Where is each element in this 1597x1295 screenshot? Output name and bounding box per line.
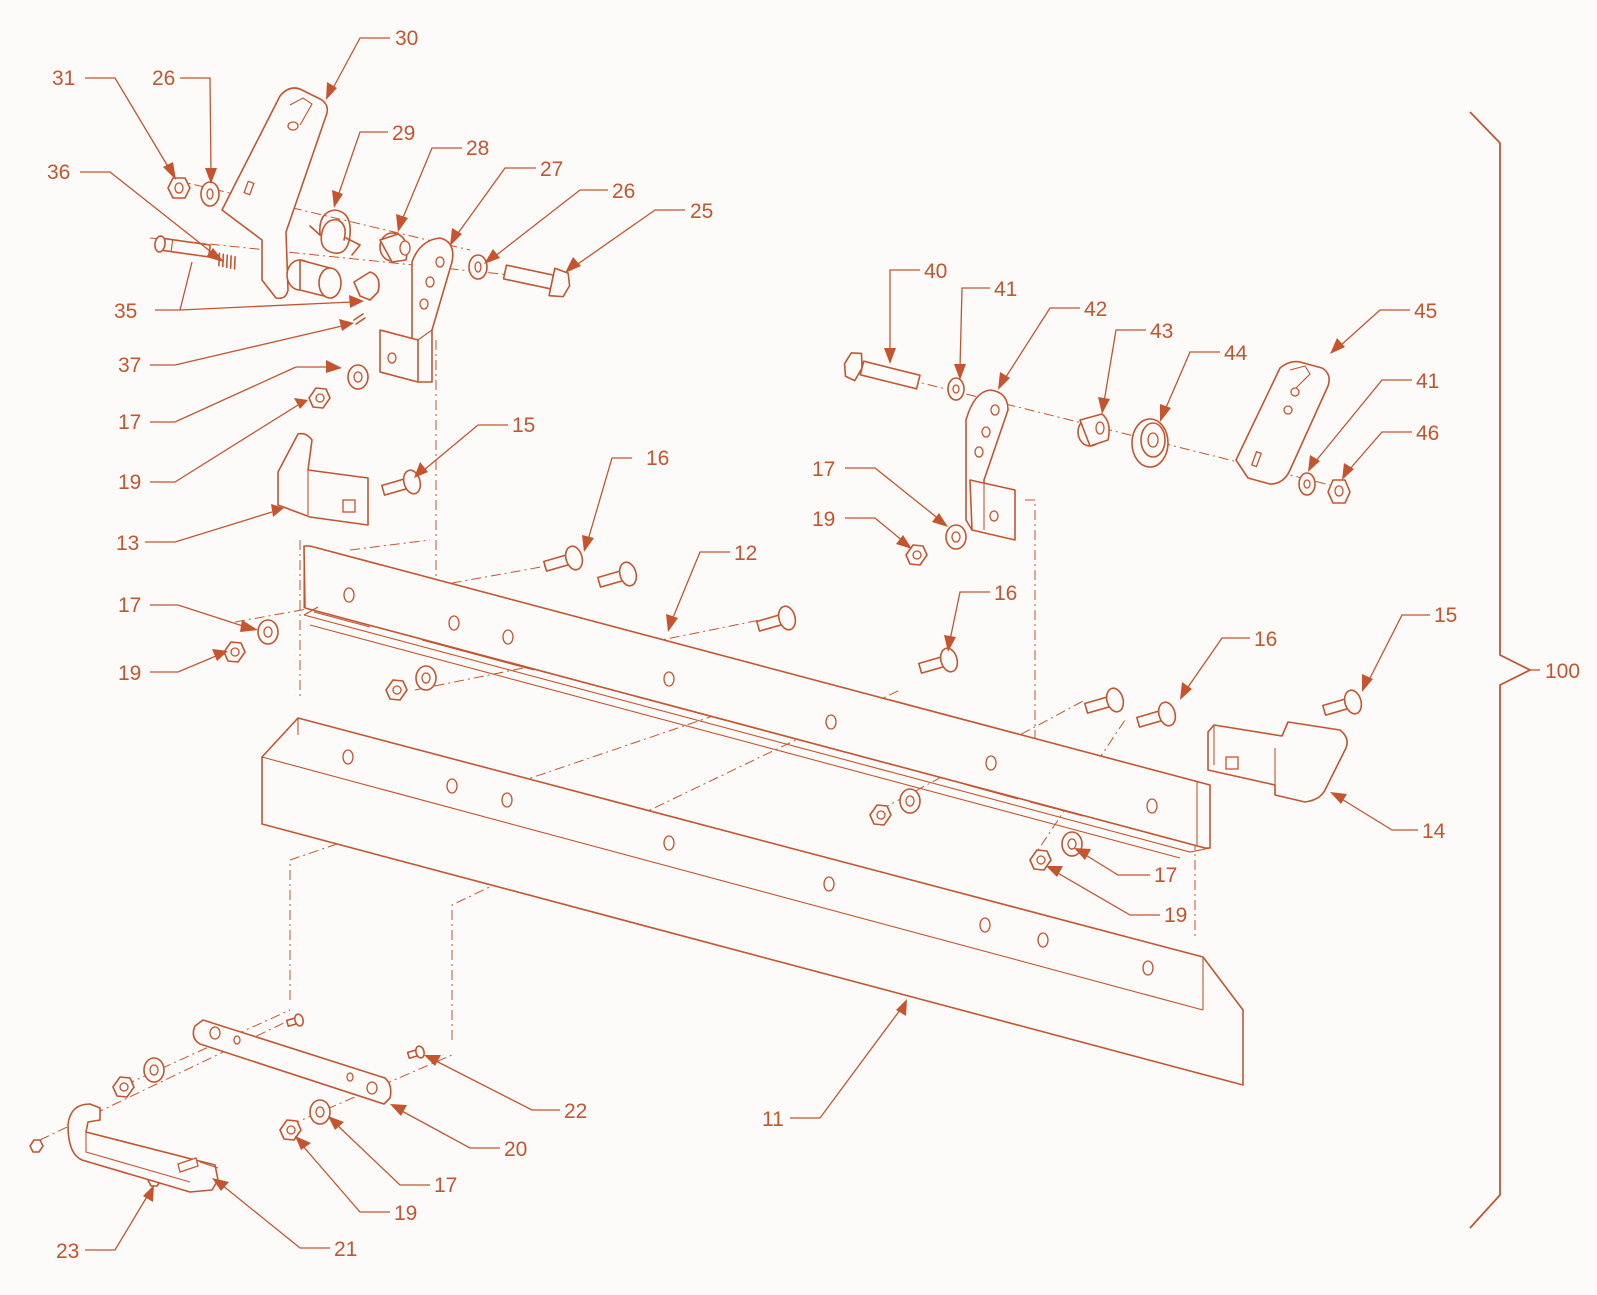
callout-19: 19 xyxy=(812,508,835,531)
callout-17: 17 xyxy=(118,594,141,617)
callout-15: 15 xyxy=(1434,604,1457,627)
callout-19: 19 xyxy=(394,1202,417,1225)
callout-44: 44 xyxy=(1224,342,1248,365)
callout-28: 28 xyxy=(466,137,489,160)
callout-17: 17 xyxy=(812,458,835,481)
callout-30: 30 xyxy=(395,27,418,50)
carriage-bolts xyxy=(285,469,1363,1059)
washers-and-nuts xyxy=(29,364,1083,1187)
callout-36: 36 xyxy=(47,161,70,184)
callout-17: 17 xyxy=(434,1174,457,1197)
callout-26: 26 xyxy=(612,180,635,203)
callout-29: 29 xyxy=(392,122,415,145)
callout-23: 23 xyxy=(56,1240,79,1263)
callout-15: 15 xyxy=(512,414,535,437)
callout-19: 19 xyxy=(1164,904,1187,927)
blade-11 xyxy=(261,717,1244,1086)
bottom-handle-assembly xyxy=(67,1019,392,1193)
callout-19: 19 xyxy=(118,471,141,494)
callout-45: 45 xyxy=(1414,300,1437,323)
callout-42: 42 xyxy=(1084,298,1107,321)
left-pivot-assembly xyxy=(154,87,571,383)
callout-35: 35 xyxy=(114,300,137,323)
callout-40: 40 xyxy=(924,260,947,283)
callout-37: 37 xyxy=(118,354,141,377)
callout-16: 16 xyxy=(646,447,669,470)
callout-20: 20 xyxy=(504,1138,527,1161)
leader-lines xyxy=(80,37,1540,1251)
callout-14: 14 xyxy=(1422,820,1446,843)
callout-13: 13 xyxy=(116,532,139,555)
callout-17: 17 xyxy=(118,411,141,434)
right-pivot-assembly xyxy=(843,352,1351,541)
callout-43: 43 xyxy=(1150,320,1173,343)
angle-bar-12 xyxy=(303,545,1211,859)
callout-16: 16 xyxy=(1254,628,1277,651)
callout-27: 27 xyxy=(540,158,563,181)
assembly-bracket-100 xyxy=(1469,111,1533,1229)
callout-22: 22 xyxy=(564,1100,587,1123)
callout-17: 17 xyxy=(1154,864,1177,887)
callout-31: 31 xyxy=(52,67,75,90)
end-plate-14 xyxy=(1207,721,1348,803)
callout-41: 41 xyxy=(994,278,1017,301)
callout-12: 12 xyxy=(734,542,757,565)
end-plate-13 xyxy=(277,432,369,526)
callout-16: 16 xyxy=(994,582,1017,605)
callout-21: 21 xyxy=(334,1238,357,1261)
callout-100: 100 xyxy=(1545,660,1580,683)
callout-25: 25 xyxy=(690,200,713,223)
callout-41: 41 xyxy=(1416,370,1439,393)
callout-11: 11 xyxy=(762,1108,784,1131)
callout-46: 46 xyxy=(1416,422,1439,445)
callout-26: 26 xyxy=(152,67,175,90)
callout-19: 19 xyxy=(118,662,141,685)
callout-labels: 30 31 26 36 29 28 27 26 25 35 37 17 19 1… xyxy=(47,27,1580,1263)
